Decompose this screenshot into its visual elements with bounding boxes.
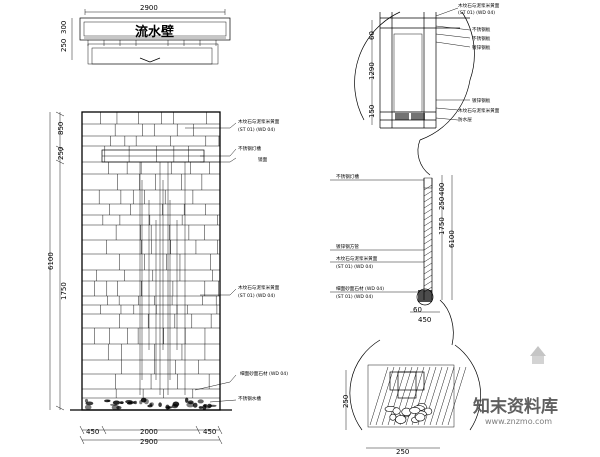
front-bottom-dim-450a: 450 <box>86 428 99 436</box>
section-note-4: 镀锌钢板 <box>472 44 491 51</box>
section-note-6: 木纹石与泥浆米黄面 <box>458 107 500 114</box>
top-height-dim-1: 300 <box>60 21 68 34</box>
section-mid-note-4-sub: (ST 01) (WD 04) <box>336 294 373 300</box>
front-note-3: 镜面 <box>258 156 268 163</box>
front-note-1-sub: (ST 01) (WD 04) <box>238 127 275 133</box>
section-note-3: 不锈钢板 <box>472 35 491 42</box>
section-mid-dim-1750: 1750 <box>438 217 446 235</box>
section-lower-dim-250a: 250 <box>342 395 350 408</box>
section-note-1-sub: (ST 01) (WD 04) <box>458 10 495 16</box>
section-mid-note-1: 不锈钢灯槽 <box>336 173 359 180</box>
section-lower-dim-250b: 250 <box>396 448 409 456</box>
front-left-dim-250: 250 <box>57 147 65 160</box>
section-dim-60: 60 <box>368 31 376 40</box>
watermark-logo-icon <box>530 346 546 356</box>
section-mid-note-2: 镀锌钢方管 <box>336 243 359 250</box>
section-foot-dim-60: 60 <box>413 306 422 314</box>
section-note-7: 防水层 <box>458 116 472 123</box>
top-width-dim: 2900 <box>140 4 158 12</box>
watermark-url: www.znzmo.com <box>485 417 552 426</box>
stone-pattern <box>82 112 220 399</box>
watermark-brand: 知末资料库 <box>472 396 558 417</box>
front-elevation: 850 250 1750 6100 木纹石与泥浆米黄面 <box>47 111 288 446</box>
section-foot-dim-450: 450 <box>418 316 431 324</box>
section-note-2: 不锈钢板 <box>472 26 491 33</box>
section-mid-dim-400: 400 <box>438 183 446 196</box>
front-left-dim-850: 850 <box>57 122 65 135</box>
section-note-1: 木纹石与泥浆米黄面 <box>458 2 500 9</box>
front-note-1: 木纹石与泥浆米黄面 <box>238 118 280 125</box>
section-detail: 60 1290 150 木纹石与泥浆米黄面 (ST 01) (WD 04) 不锈… <box>330 2 500 456</box>
section-note-5: 镀锌钢板 <box>472 97 491 104</box>
front-bottom-dim-450b: 450 <box>203 428 216 436</box>
section-mid-dim-6100: 6100 <box>448 230 456 248</box>
section-mid-note-4: 细面砂面石材 (WD 04) <box>336 285 384 292</box>
section-mid-dim-250: 250 <box>438 197 446 210</box>
section-mid-note-3-sub: (ST 01) (WD 04) <box>336 264 373 270</box>
front-note-4: 木纹石与泥浆米黄面 <box>238 284 280 291</box>
front-left-dim-6100: 6100 <box>47 252 55 270</box>
front-note-6: 不锈钢水槽 <box>238 395 261 402</box>
section-dim-1290: 1290 <box>368 62 376 80</box>
fountain-wall-title: 流水壁 <box>135 24 174 40</box>
front-bottom-dim-2000: 2000 <box>140 428 158 436</box>
front-note-2: 不锈钢灯槽 <box>238 145 261 152</box>
top-elevation: 2900 300 250 流水壁 <box>60 4 231 65</box>
front-note-4-sub: (ST 01) (WD 04) <box>238 293 275 299</box>
base-pebbles <box>84 397 217 411</box>
top-height-dim-2: 250 <box>60 39 68 52</box>
front-left-dim-1750: 1750 <box>60 282 68 300</box>
watermark: 知末资料库 www.znzmo.com <box>472 346 558 426</box>
front-note-5: 细面砂面石材 (WD 04) <box>240 370 288 377</box>
section-dim-150: 150 <box>368 105 376 118</box>
front-bottom-total: 2900 <box>140 438 158 446</box>
section-mid-note-3: 木纹石与泥浆米黄面 <box>336 255 378 262</box>
